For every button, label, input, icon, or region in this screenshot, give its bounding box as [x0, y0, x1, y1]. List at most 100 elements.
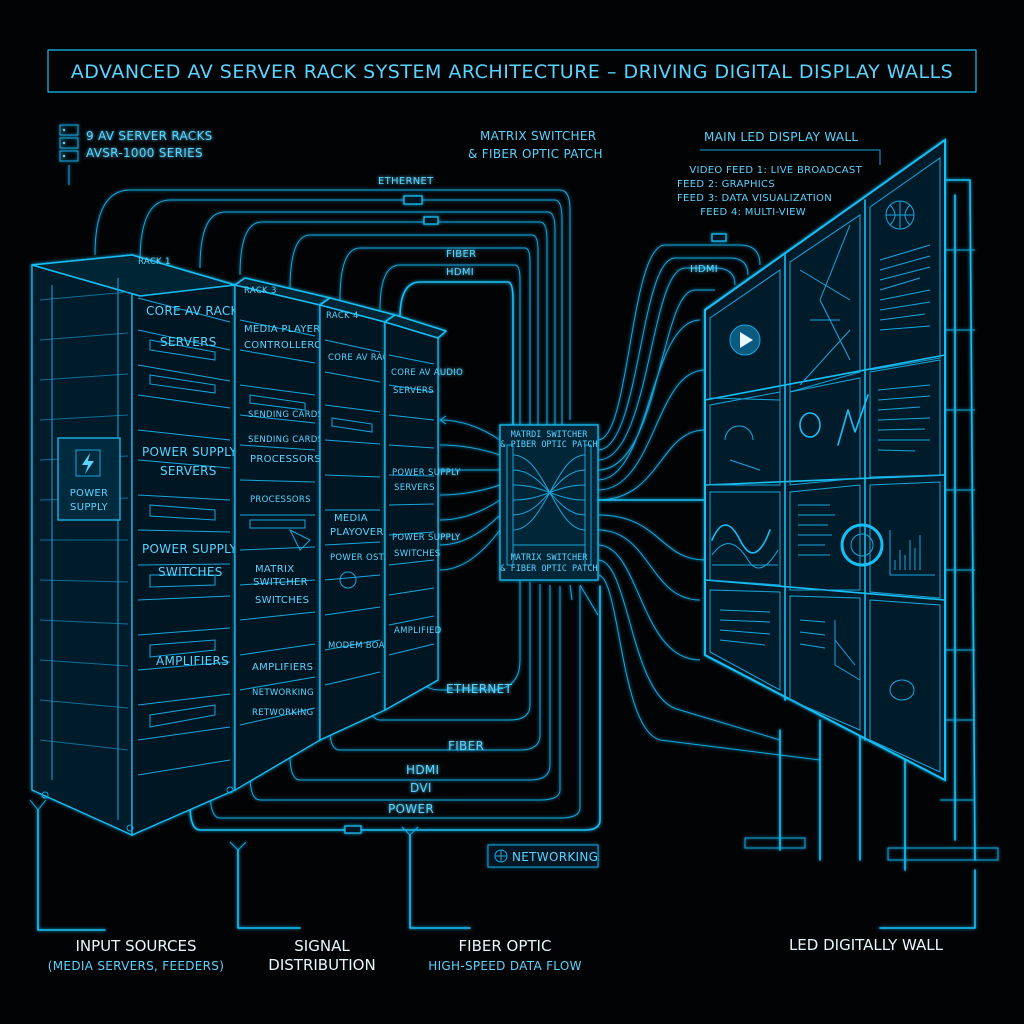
rack-2-section: PROCESSORS [250, 495, 311, 505]
display-feed-cables: HDMI [597, 233, 821, 761]
rack-info-line1: 9 AV SERVER RACKS [86, 129, 213, 143]
display-title: MAIN LED DISPLAY WALL [704, 130, 858, 144]
rack-3-section: MODEM BOARD [328, 641, 398, 651]
rack-2-section: PROCESSORS [250, 454, 321, 465]
rack-2-section: AMPLIFIERS [252, 662, 313, 673]
server-stack-icon [59, 124, 79, 162]
rack-2-section: MEDIA PLAYERS [244, 324, 327, 335]
cable-connector [711, 233, 727, 242]
screen-tile [789, 377, 861, 486]
matrix-box-top-1: MATRDI SWITCHER [511, 430, 589, 440]
title-frame [47, 49, 977, 93]
screen-tile [789, 595, 861, 731]
title-banner: ADVANCED AV SERVER RACK SYSTEM ARCHITECT… [47, 49, 977, 93]
rack-3-section: CORE AV RACKS [328, 353, 400, 363]
matrix-top-label: MATRIX SWITCHER & FIBER OPTIC PATCH [468, 129, 603, 161]
rack-3-label: RACK 4 [326, 311, 359, 321]
feed-item-1: VIDEO FEED 1: LIVE BROADCAST [689, 165, 862, 176]
networking-label: NETWORKING [512, 850, 598, 864]
cable-label-fiber: FIBER [446, 249, 476, 260]
rack-4-section: CORE AV AUDIO [391, 368, 463, 378]
led-display-wall [704, 138, 999, 871]
top-cable-bundle: ETHERNET FIBER HDMI [94, 176, 571, 437]
rack-2-section: RETWORKING [252, 708, 314, 718]
rack-2-section: CONTROLLERC [244, 340, 321, 351]
power-box-line1: POWER [70, 488, 109, 499]
rack-2-section: SENDING CARDS [248, 435, 323, 445]
footer-col3-sub: HIGH-SPEED DATA FLOW [428, 959, 582, 973]
screen-tile [789, 214, 861, 393]
globe-icon [885, 200, 915, 230]
rack-4: CORE AV AUDIO SERVERS POWER SUPPLY SERVE… [384, 314, 501, 712]
matrix-switcher: MATRDI SWITCHER & PIBER OPTIC PATCH MATR… [499, 424, 599, 616]
footer-col4-title: LED DIGITALLY WALL [789, 936, 944, 954]
matrix-label-line1: MATRIX SWITCHER [480, 129, 596, 143]
screen-tile [869, 481, 941, 599]
rack-1-section: CORE AV RACKS [146, 304, 247, 318]
screen-tile [869, 599, 941, 773]
rack-2-section: SWITCHES [255, 595, 309, 606]
footer-col2-title: SIGNAL [294, 937, 350, 955]
rack-3: RACK 4 CORE AV RACKS MEDIA PLAYOVER POWE… [319, 297, 400, 742]
footer-col2-sub: DISTRIBUTION [268, 956, 375, 974]
bottom-cable-bundle: ETHERNET FIBER HDMI DVI POWER [189, 580, 601, 834]
ring-gauge-icon [840, 523, 884, 567]
rack-2-section: SWITCHER [253, 577, 308, 588]
rack-2-section: SENDING CARDS [248, 410, 323, 420]
screen-tile [869, 157, 941, 371]
rack-2-section: MATRIX [255, 564, 294, 575]
power-box-line2: SUPPLY [70, 502, 108, 513]
page-title: ADVANCED AV SERVER RACK SYSTEM ARCHITECT… [71, 61, 953, 83]
rack-1: RACK 1 CORE AV RACKS SERVERS POWER SUPPL… [31, 254, 247, 837]
rack-4-section: SWITCHES [394, 549, 441, 559]
rack-3-section: MEDIA [334, 513, 368, 524]
rack-2-section: NETWORKING [252, 688, 314, 698]
screen-tile [709, 589, 781, 691]
rack-3-section: POWER OST. [330, 553, 386, 563]
cable-connector [403, 195, 423, 205]
rack-info-line2: AVSR-1000 SERIES [86, 146, 203, 160]
cable-label-hdmi-bottom: HDMI [406, 763, 439, 777]
feed-item-2: FEED 2: GRAPHICS [677, 179, 775, 190]
cable-connector [423, 216, 439, 225]
screen-tile [869, 359, 941, 478]
rack-2: RACK 3 MEDIA PLAYERS CONTROLLERC SENDING… [234, 277, 331, 792]
rack-1-section: POWER SUPPLY [142, 445, 238, 459]
display-header: MAIN LED DISPLAY WALL VIDEO FEED 1: LIVE… [677, 130, 881, 218]
rack-4-section: POWER SUPPLY [392, 468, 461, 478]
screen-tile [709, 491, 781, 586]
cable-label-ethernet: ETHERNET [378, 176, 434, 187]
power-supply-box: POWER SUPPLY [57, 437, 121, 521]
footer-labels: INPUT SOURCES (MEDIA SERVERS, FEEDERS) S… [48, 936, 944, 974]
rack-1-section: SWITCHES [158, 565, 223, 579]
cable-label-dvi-bottom: DVI [410, 781, 432, 795]
rack-4-section: POWER SUPPLY [392, 533, 461, 543]
rack-4-section: AMPLIFIED [394, 626, 442, 636]
cable-label-fiber-bottom: FIBER [448, 739, 484, 753]
display-hdmi-label: HDMI [690, 264, 718, 275]
matrix-label-line2: & FIBER OPTIC PATCH [468, 147, 603, 161]
matrix-box-bottom-2: & FIBER OPTIC PATCH [500, 564, 597, 574]
lightning-bolt-icon [75, 449, 101, 477]
screen-tile [789, 484, 861, 591]
cable-label-hdmi: HDMI [446, 267, 474, 278]
screen-tile [709, 391, 781, 486]
cable-label-power-bottom: POWER [388, 802, 434, 816]
feed-item-3: FEED 3: DATA VISUALIZATION [677, 193, 832, 204]
network-globe-icon [494, 849, 508, 863]
feed-item-4: FEED 4: MULTI-VIEW [700, 207, 806, 218]
cable-label-ethernet-bottom: ETHERNET [446, 682, 513, 696]
footer-col1-sub: (MEDIA SERVERS, FEEDERS) [48, 959, 224, 973]
rack-1-section: SERVERS [160, 464, 217, 478]
rack-1-section: SERVERS [160, 335, 217, 349]
footer-col3-title: FIBER OPTIC [459, 937, 552, 955]
play-icon [729, 324, 761, 356]
networking-badge: NETWORKING [487, 844, 599, 868]
rack-1-label: RACK 1 [138, 257, 171, 267]
rack-4-section: SERVERS [393, 386, 434, 396]
rack-1-section: AMPLIFIERS [156, 654, 229, 668]
rack-3-section: PLAYOVER [330, 527, 384, 538]
rack-info: 9 AV SERVER RACKS AVSR-1000 SERIES [59, 124, 213, 185]
rack-1-section: POWER SUPPLY [142, 542, 238, 556]
